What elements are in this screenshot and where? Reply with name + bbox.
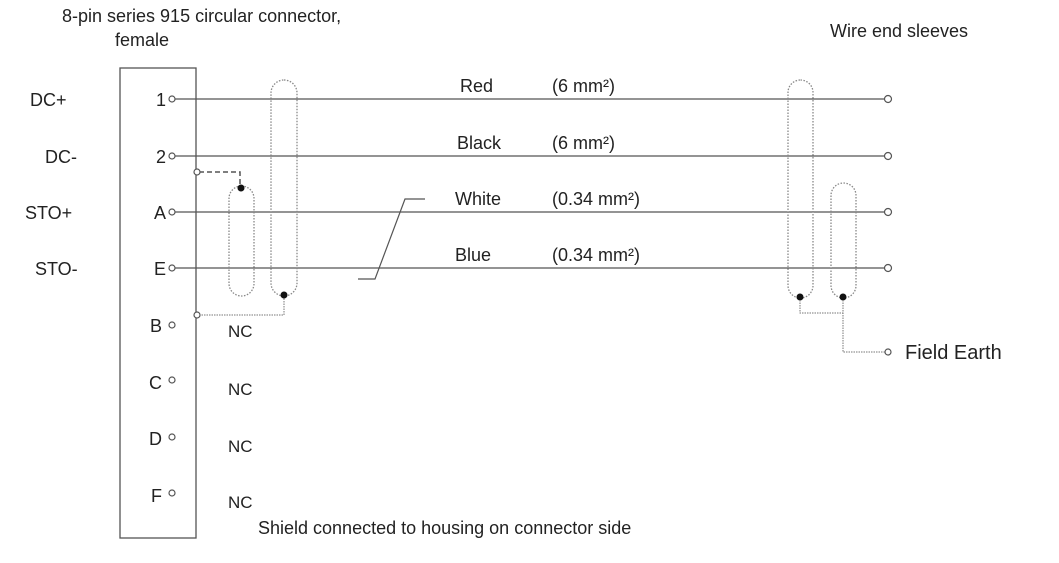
nc-label: NC xyxy=(228,322,253,341)
wires xyxy=(175,94,893,280)
nc-label: NC xyxy=(228,437,253,456)
signal-label: DC- xyxy=(45,147,77,167)
wire-color-label: Red xyxy=(460,76,493,96)
left-shields xyxy=(193,79,298,319)
connector-subtitle: female xyxy=(115,30,169,50)
connector-title: 8-pin series 915 circular connector, xyxy=(62,6,341,26)
pin-label: F xyxy=(151,486,162,506)
signal-label: DC+ xyxy=(30,90,67,110)
wire-color-label: Blue xyxy=(455,245,491,265)
nc-label: NC xyxy=(228,493,253,512)
field-earth-label: Field Earth xyxy=(905,342,1002,364)
pin-contacts xyxy=(168,95,176,497)
pin-label: A xyxy=(154,203,166,223)
wire-size-label: (0.34 mm²) xyxy=(552,189,640,209)
wire-size-label: (6 mm²) xyxy=(552,133,615,153)
signal-label: STO+ xyxy=(25,203,72,223)
footer-note: Shield connected to housing on connector… xyxy=(258,518,631,538)
wire-size-label: (0.34 mm²) xyxy=(552,245,640,265)
connector-housing xyxy=(119,67,197,539)
pin-label: E xyxy=(154,259,166,279)
nc-label: NC xyxy=(228,380,253,399)
wire-size-label: (6 mm²) xyxy=(552,76,615,96)
signal-label: STO- xyxy=(35,259,78,279)
wire-end-sleeves-title: Wire end sleeves xyxy=(830,21,968,41)
pin-label: D xyxy=(149,429,162,449)
pin-label: B xyxy=(150,316,162,336)
pin-label: 1 xyxy=(156,90,166,110)
right-shields xyxy=(787,79,892,356)
pin-label: C xyxy=(149,373,162,393)
wire-color-label: Black xyxy=(457,133,502,153)
wire-color-label: White xyxy=(455,189,501,209)
pin-label: 2 xyxy=(156,147,166,167)
